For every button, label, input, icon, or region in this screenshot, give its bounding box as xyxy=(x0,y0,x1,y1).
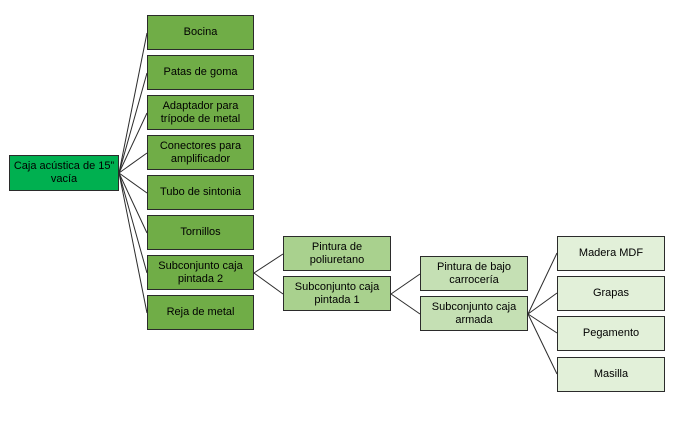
node-subconjunto-caja-pintada-2: Subconjunto caja pintada 2 xyxy=(147,255,254,290)
connector-root-subconjunto2 xyxy=(118,172,148,274)
connector-root-patas xyxy=(118,72,148,174)
connector-armada-madera xyxy=(527,252,558,315)
node-pegamento: Pegamento xyxy=(557,316,665,351)
node-subconjunto-caja-armada: Subconjunto caja armada xyxy=(420,296,528,331)
node-label: Subconjunto caja pintada 1 xyxy=(294,280,380,306)
node-tornillos: Tornillos xyxy=(147,215,254,250)
node-patas-de-goma: Patas de goma xyxy=(147,55,254,90)
connector-root-tornillos xyxy=(118,172,148,234)
connector-sub2-pintura xyxy=(253,253,284,274)
node-label: Caja acústica de 15” vacía xyxy=(13,160,115,185)
connector-root-tubo xyxy=(118,172,148,194)
node-label: Subconjunto caja pintada 2 xyxy=(158,259,243,285)
node-madera-mdf: Madera MDF xyxy=(557,236,665,271)
node-caja-acustica: Caja acústica de 15” vacía xyxy=(9,155,119,191)
node-label: Tubo de sintonia xyxy=(160,186,241,198)
node-bocina: Bocina xyxy=(147,15,254,50)
node-adaptador: Adaptador para trípode de metal xyxy=(147,95,254,130)
connector-sub2-sub1 xyxy=(253,272,284,295)
node-label: Tornillos xyxy=(180,226,221,238)
node-label: Bocina xyxy=(183,26,218,38)
connector-armada-grapas xyxy=(527,292,558,315)
node-pintura-de-poliuretano: Pintura de poliuretano xyxy=(283,236,391,271)
node-conectores: Conectores para amplificador xyxy=(147,135,254,170)
connector-sub1-pintura-bajo xyxy=(390,273,421,295)
node-label: Subconjunto caja armada xyxy=(431,300,517,326)
node-label: Masilla xyxy=(593,368,629,380)
connector-root-conectores xyxy=(118,152,148,174)
connector-armada-pegamento xyxy=(527,313,558,334)
node-label: Conectores para amplificador xyxy=(159,139,242,165)
node-label: Pegamento xyxy=(582,327,640,339)
connector-root-bocina xyxy=(118,32,148,174)
node-label: Pintura de bajo carrocería xyxy=(437,260,511,286)
connector-sub1-armada xyxy=(390,293,421,315)
node-tubo-de-sintonia: Tubo de sintonia xyxy=(147,175,254,210)
node-subconjunto-caja-pintada-1: Subconjunto caja pintada 1 xyxy=(283,276,391,311)
connector-root-adaptador xyxy=(118,112,148,174)
node-grapas: Grapas xyxy=(557,276,665,311)
node-label: Patas de goma xyxy=(163,66,238,78)
connector-root-reja xyxy=(118,172,148,314)
node-reja-de-metal: Reja de metal xyxy=(147,295,254,330)
node-label: Madera MDF xyxy=(578,247,644,259)
node-label: Pintura de poliuretano xyxy=(309,240,365,266)
node-label: Grapas xyxy=(592,287,630,299)
node-pintura-de-bajo-carroceria: Pintura de bajo carrocería xyxy=(420,256,528,291)
node-label: Reja de metal xyxy=(166,306,235,318)
node-masilla: Masilla xyxy=(557,357,665,392)
node-label: Adaptador para trípode de metal xyxy=(160,99,241,125)
connector-armada-masilla xyxy=(527,313,558,375)
